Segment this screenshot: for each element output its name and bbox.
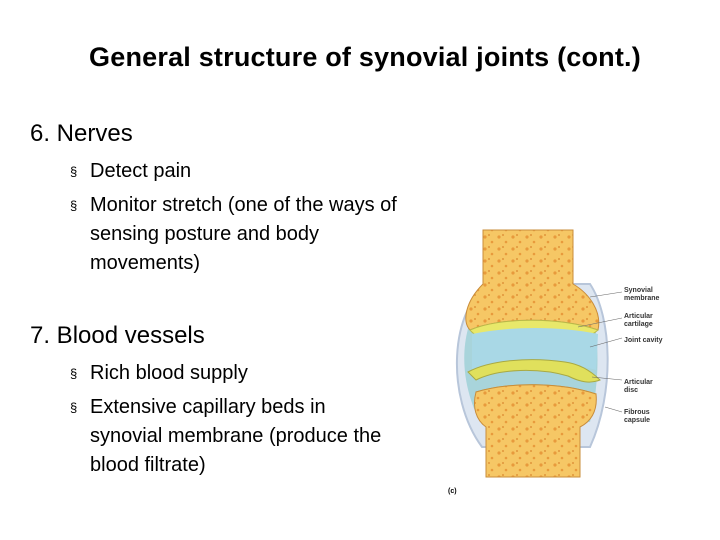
bullet-text: Monitor stretch (one of the ways of sens… (90, 194, 397, 274)
upper-bone-shape (465, 229, 600, 331)
bullet-text: Detect pain (90, 160, 192, 182)
joint-cavity-shape (472, 328, 598, 370)
bullet-text: Rich blood supply (90, 362, 248, 384)
articular-disc-shape (467, 359, 601, 383)
label-articular-cartilage: Articular cartilage (624, 313, 655, 328)
label-articular-disc: Articular disc (624, 379, 655, 394)
lower-bone-shape (473, 384, 597, 478)
panel-tag: (c) (448, 488, 457, 495)
label-fibrous-capsule: Fibrous capsule (624, 409, 652, 424)
bullet-marker: § (70, 366, 78, 381)
label-joint-cavity: Joint cavity (624, 337, 663, 344)
label-synovial-membrane: Synovial membrane (624, 287, 660, 302)
bullet-capillary-beds: § Extensive capillary beds in synovial m… (70, 393, 400, 480)
bullet-marker: § (70, 198, 78, 213)
nerves-bullet-list: § Detect pain § Monitor stretch (one of … (70, 157, 400, 283)
bullet-rich-blood-supply: § Rich blood supply (70, 359, 400, 388)
heading-nerves: 6. Nerves (30, 120, 133, 147)
bullet-marker: § (70, 400, 78, 415)
bullet-monitor-stretch: § Monitor stretch (one of the ways of se… (70, 191, 400, 278)
synovial-joint-figure: Synovial membrane Articular cartilage Jo… (448, 229, 663, 495)
bullet-text: Extensive capillary beds in synovial mem… (90, 396, 382, 476)
bullet-marker: § (70, 164, 78, 179)
heading-blood-vessels: 7. Blood vessels (30, 322, 205, 349)
blood-vessels-bullet-list: § Rich blood supply § Extensive capillar… (70, 359, 400, 485)
bullet-detect-pain: § Detect pain (70, 157, 400, 186)
leader-lines (577, 291, 623, 413)
slide-title: General structure of synovial joints (co… (89, 42, 641, 72)
